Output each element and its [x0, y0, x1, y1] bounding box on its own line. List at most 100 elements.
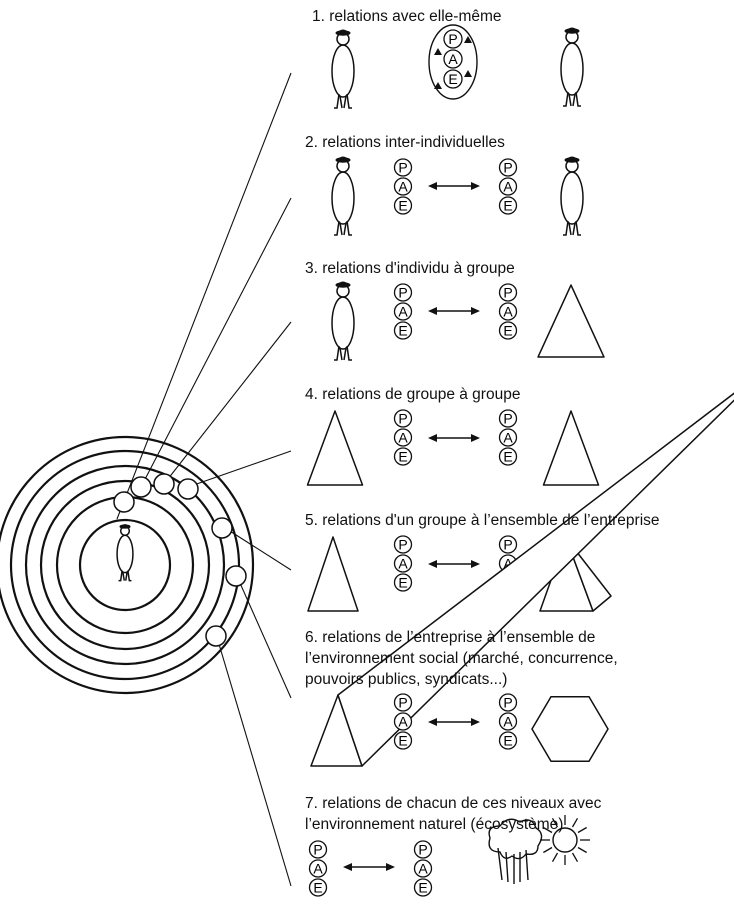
double-arrow [428, 434, 480, 442]
pae-a-letter: A [503, 304, 513, 320]
pae-column: PAE [500, 284, 517, 339]
pae-a-letter: A [503, 714, 513, 730]
pyramid-enterprise-icon [311, 369, 734, 766]
triangle-group-icon [538, 285, 604, 357]
pae-p-letter: P [503, 537, 512, 553]
person-icon [117, 524, 133, 581]
pae-e-letter: E [313, 880, 322, 896]
double-arrow [428, 182, 480, 190]
pae-p-letter: P [398, 160, 407, 176]
person-icon [561, 28, 583, 107]
connector-line [222, 526, 291, 570]
section-3-label: 3. relations d'individu à groupe [305, 258, 515, 279]
pae-a-letter: A [503, 179, 513, 195]
person-icon [332, 30, 354, 109]
pae-column: PAE [310, 841, 327, 896]
triangle-group-icon [544, 411, 599, 485]
pae-p-letter: P [398, 537, 407, 553]
level-node [206, 626, 226, 646]
pae-a-letter: A [398, 556, 408, 572]
level-ring [0, 437, 253, 693]
level-ring [80, 520, 170, 610]
double-arrow [343, 863, 395, 871]
pae-e-letter: E [398, 198, 407, 214]
pae-e-letter: E [503, 198, 512, 214]
level-node [154, 474, 174, 494]
connector-line [188, 451, 291, 487]
pae-p-letter: P [503, 285, 512, 301]
pae-e-letter: E [398, 449, 407, 465]
concentric-circles [0, 437, 253, 693]
double-arrow [428, 718, 480, 726]
level-node [226, 566, 246, 586]
level-nodes [114, 474, 246, 646]
pae-e-letter: E [418, 880, 427, 896]
double-arrow [428, 307, 480, 315]
pae-column: PAE [395, 284, 412, 339]
pae-a-letter: A [418, 861, 428, 877]
triangle-group-icon [308, 411, 363, 485]
connector-line [236, 574, 291, 698]
pae-e-letter: E [448, 71, 457, 87]
section-5-label: 5. relations d'un groupe à l’ensemble de… [305, 510, 660, 531]
level-ring [11, 451, 239, 679]
pae-column: PAE [500, 694, 517, 749]
section-6-label: 6. relations de l’entreprise à l’ensembl… [305, 627, 618, 690]
pae-column: PAE [395, 536, 412, 591]
pae-p-letter: P [503, 695, 512, 711]
section-4-label: 4. relations de groupe à groupe [305, 384, 520, 405]
pae-column: PAE [395, 410, 412, 465]
person-icon [561, 157, 583, 236]
pae-column: PAE [500, 159, 517, 214]
pae-column: PAE [500, 410, 517, 465]
pae-e-letter: E [398, 323, 407, 339]
section-2-label: 2. relations inter-individuelles [305, 132, 505, 153]
level-node [131, 477, 151, 497]
hexagon-society-icon [532, 697, 608, 762]
pae-a-letter: A [398, 179, 408, 195]
pae-p-letter: P [503, 160, 512, 176]
level-node [178, 479, 198, 499]
pae-p-letter: P [398, 285, 407, 301]
pae-p-letter: P [313, 842, 322, 858]
pae-e-letter: E [503, 323, 512, 339]
level-node [114, 492, 134, 512]
pae-a-letter: A [398, 430, 408, 446]
pae-p-letter: P [398, 695, 407, 711]
person-icon [332, 157, 354, 236]
pae-p-letter: P [503, 411, 512, 427]
section-1-label: 1. relations avec elle-même [312, 6, 502, 27]
pae-p-letter: P [418, 842, 427, 858]
pae-column: PAE [395, 159, 412, 214]
pae-column: PAE [444, 30, 462, 88]
triangle-group-icon [308, 537, 358, 611]
pae-e-letter: E [398, 575, 407, 591]
self-pae-cycle: PAE [429, 25, 477, 99]
relation-rows: PAEPAEPAEPAEPAEPAEPAEPAEPAEPAEPAEPAEPAE [308, 25, 734, 896]
level-node [212, 518, 232, 538]
row-1-self: PAE [332, 25, 583, 108]
pae-a-letter: A [448, 51, 458, 67]
pae-column: PAE [395, 694, 412, 749]
connector-line [141, 198, 291, 487]
pae-column: PAE [415, 841, 432, 896]
pae-a-letter: A [398, 304, 408, 320]
connector-line [164, 322, 291, 484]
level-ring [57, 497, 193, 633]
person-icon [332, 282, 354, 361]
section-7-label: 7. relations de chacun de ces niveaux av… [305, 793, 601, 835]
central-person-icon [117, 524, 133, 581]
pae-a-letter: A [313, 861, 323, 877]
connector-line [117, 73, 291, 519]
pae-a-letter: A [398, 714, 408, 730]
pae-e-letter: E [503, 733, 512, 749]
pae-p-letter: P [398, 411, 407, 427]
pae-e-letter: E [398, 733, 407, 749]
pae-p-letter: P [448, 31, 457, 47]
pae-e-letter: E [503, 449, 512, 465]
pae-a-letter: A [503, 430, 513, 446]
